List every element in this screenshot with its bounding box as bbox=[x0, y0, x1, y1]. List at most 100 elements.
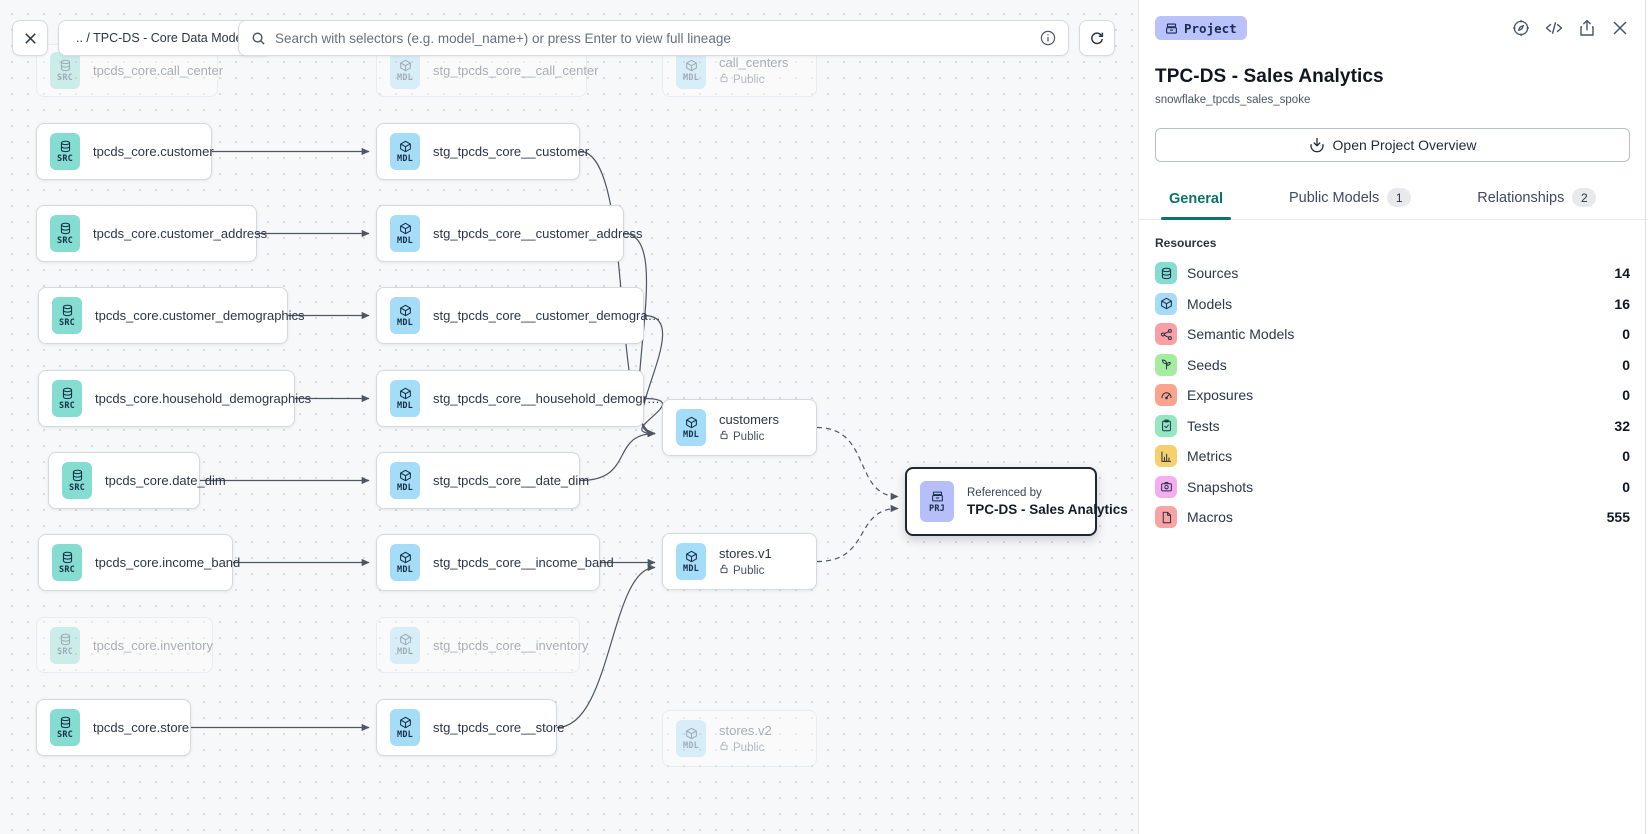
cube-icon: MDL bbox=[390, 52, 420, 89]
resource-row-semantic-models[interactable]: Semantic Models 0 bbox=[1155, 319, 1630, 350]
lineage-node-mdl-customer-address[interactable]: MDL stg_tpcds_core__customer_address bbox=[376, 205, 643, 262]
resource-row-metrics[interactable]: Metrics 0 bbox=[1155, 441, 1630, 472]
node-type-badge: MDL bbox=[397, 72, 413, 83]
share-nodes-icon bbox=[1155, 323, 1177, 346]
tab-relationships-label: Relationships bbox=[1477, 189, 1565, 206]
explore-button[interactable] bbox=[1511, 18, 1531, 38]
node-type-badge: MDL bbox=[397, 564, 413, 575]
node-type-badge: SRC bbox=[59, 400, 75, 411]
tab-general[interactable]: General bbox=[1161, 185, 1231, 220]
project-badge-label: Project bbox=[1184, 20, 1237, 36]
edge-mdl-household-demographics-to-pub-customers bbox=[641, 397, 663, 438]
resource-row-macros[interactable]: Macros 555 bbox=[1155, 502, 1630, 533]
resource-label: Semantic Models bbox=[1187, 326, 1295, 343]
node-type-badge: SRC bbox=[57, 647, 73, 657]
database-icon: SRC bbox=[50, 215, 80, 252]
resources-heading: Resources bbox=[1155, 236, 1217, 250]
tab-relationships[interactable]: Relationships 2 bbox=[1475, 182, 1598, 219]
lineage-node-src-date-dim[interactable]: SRC tpcds_core.date_dim bbox=[48, 452, 226, 509]
node-access: Public bbox=[719, 741, 772, 754]
resource-row-exposures[interactable]: Exposures 0 bbox=[1155, 380, 1630, 411]
view-code-button[interactable] bbox=[1544, 18, 1564, 38]
node-type-badge: MDL bbox=[397, 647, 413, 657]
node-label: stg_tpcds_core__call_center bbox=[433, 63, 599, 78]
node-type-badge: MDL bbox=[683, 72, 699, 83]
tab-public-models[interactable]: Public Models 1 bbox=[1287, 182, 1413, 219]
node-label: tpcds_core.inventory bbox=[93, 637, 213, 653]
node-label: stg_tpcds_core__customer_address bbox=[433, 226, 643, 241]
file-icon bbox=[1155, 506, 1177, 529]
refresh-lineage-button[interactable] bbox=[1079, 20, 1115, 56]
node-type-badge: MDL bbox=[397, 235, 413, 246]
node-label: customers bbox=[719, 412, 779, 427]
resource-row-sources[interactable]: Sources 14 bbox=[1155, 258, 1630, 289]
panel-tabs: General Public Models 1 Relationships 2 bbox=[1139, 182, 1648, 220]
database-icon: SRC bbox=[62, 462, 92, 499]
breadcrumb[interactable]: .. / TPC-DS - Core Data Models bbox=[58, 20, 270, 56]
node-access: Public bbox=[719, 73, 788, 86]
cube-icon: MDL bbox=[676, 52, 706, 89]
node-type-badge: MDL bbox=[683, 740, 699, 751]
archive-icon: PRJ bbox=[920, 481, 954, 522]
resource-row-seeds[interactable]: Seeds 0 bbox=[1155, 350, 1630, 381]
cube-icon: MDL bbox=[390, 380, 420, 417]
tab-relationships-count: 2 bbox=[1572, 188, 1597, 207]
node-label: tpcds_core.date_dim bbox=[105, 473, 226, 488]
lineage-node-src-customer-address[interactable]: SRC tpcds_core.customer_address bbox=[36, 205, 267, 262]
node-pretitle: Referenced by bbox=[967, 486, 1042, 499]
search-input[interactable] bbox=[275, 30, 1031, 46]
compass-icon bbox=[1513, 20, 1529, 36]
close-lineage-button[interactable] bbox=[12, 20, 48, 56]
page-title: TPC-DS - Sales Analytics bbox=[1155, 66, 1384, 87]
node-label: tpcds_core.customer_address bbox=[93, 226, 268, 241]
overview-button-label: Open Project Overview bbox=[1332, 137, 1477, 153]
node-label: stores.v1 bbox=[719, 546, 772, 561]
tab-general-label: General bbox=[1169, 191, 1223, 207]
database-icon: SRC bbox=[52, 380, 82, 417]
info-icon[interactable] bbox=[1040, 30, 1056, 46]
node-type-badge: MDL bbox=[397, 317, 413, 328]
lineage-node-src-inventory[interactable]: SRC tpcds_core.inventory bbox=[36, 617, 213, 673]
node-label: stg_tpcds_core__date_dim bbox=[433, 473, 590, 488]
node-access: Public bbox=[719, 564, 772, 577]
resource-row-models[interactable]: Models 16 bbox=[1155, 289, 1630, 320]
panel-scrollbar[interactable] bbox=[1645, 0, 1646, 834]
resource-count: 0 bbox=[1622, 326, 1630, 343]
share-button[interactable] bbox=[1577, 18, 1597, 38]
resource-row-snapshots[interactable]: Snapshots 0 bbox=[1155, 472, 1630, 503]
database-icon: SRC bbox=[50, 133, 80, 170]
resources-list: Sources 14 Models 16 Semantic Models 0 S… bbox=[1155, 258, 1630, 533]
resource-count: 14 bbox=[1614, 265, 1630, 282]
node-label: stg_tpcds_core__income_band bbox=[433, 555, 614, 570]
edge-pub-stores-v1-to-prj bbox=[816, 504, 899, 563]
details-panel: Project TPC-DS - Sa bbox=[1138, 0, 1648, 834]
cube-icon: MDL bbox=[390, 709, 420, 746]
resource-label: Metrics bbox=[1187, 448, 1233, 465]
resource-count: 0 bbox=[1622, 448, 1630, 465]
lineage-node-mdl-income-band[interactable]: MDL stg_tpcds_core__income_band bbox=[376, 534, 614, 591]
close-panel-button[interactable] bbox=[1610, 18, 1630, 38]
search-icon bbox=[252, 32, 265, 45]
lock-open-icon bbox=[719, 741, 729, 754]
refresh-icon bbox=[1091, 32, 1104, 45]
resource-count: 0 bbox=[1622, 356, 1630, 373]
resource-row-tests[interactable]: Tests 32 bbox=[1155, 411, 1630, 442]
open-project-overview-button[interactable]: Open Project Overview bbox=[1155, 128, 1630, 162]
